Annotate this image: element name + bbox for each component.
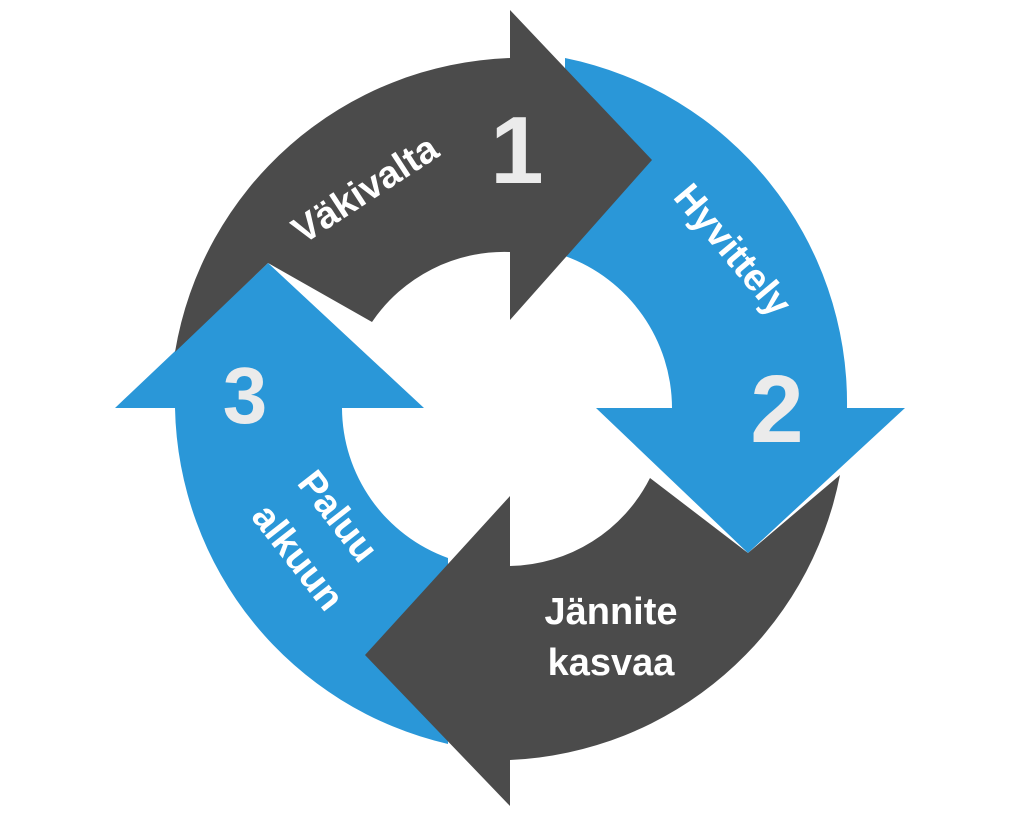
arrow-segment-jannite-kasvaa	[365, 475, 840, 806]
step-number-3: 3	[223, 351, 268, 440]
arrow-segment-hyvittely	[565, 58, 905, 553]
step-number-2: 2	[750, 356, 803, 463]
step-label-jannite: Jännite	[544, 591, 677, 633]
step-number-1: 1	[490, 97, 543, 204]
arrow-segment-paluu-alkuun	[115, 263, 448, 744]
arrow-segment-vakivalta	[175, 10, 652, 352]
step-label-kasvaa: kasvaa	[548, 642, 676, 684]
